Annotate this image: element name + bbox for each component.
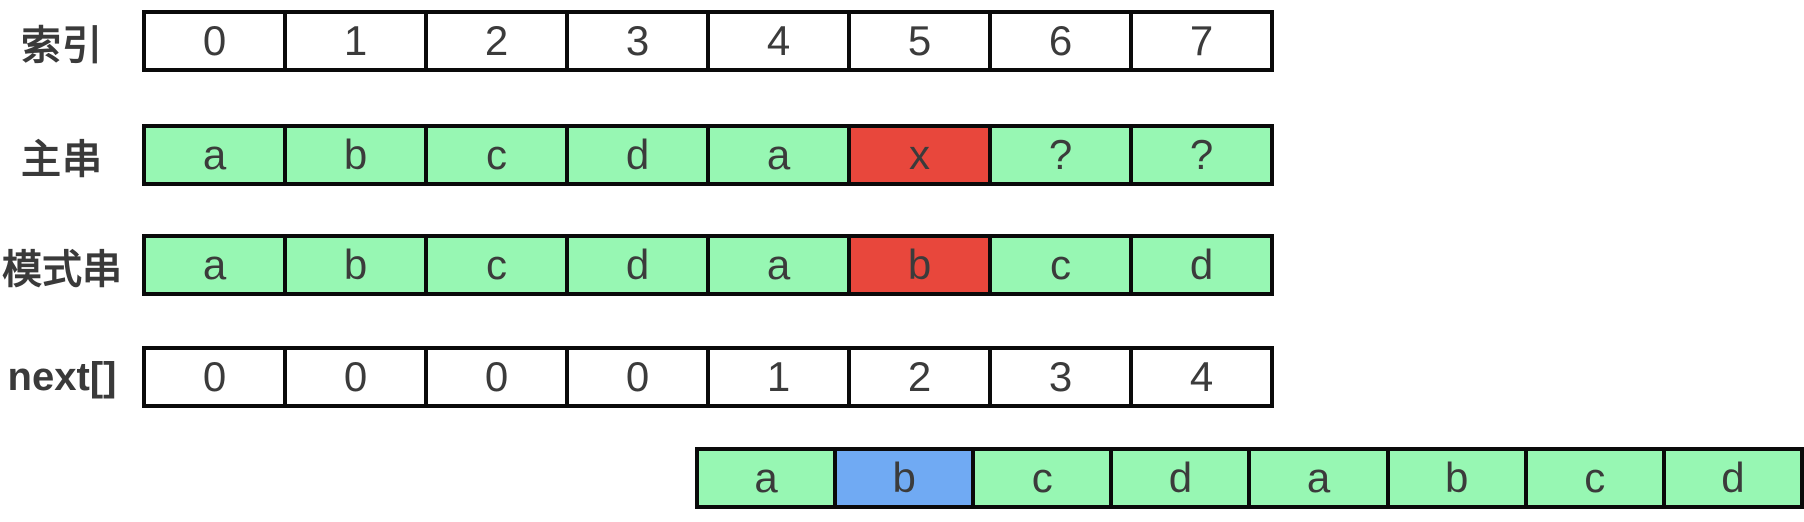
index-row-cell-1: 1: [283, 10, 428, 72]
shifted-pattern-row-cell-3: d: [1109, 447, 1252, 509]
pattern-string-row-cell-7: d: [1129, 234, 1274, 296]
next-array-row-cell-3: 0: [565, 346, 710, 408]
shifted-pattern-row-cell-6: c: [1523, 447, 1666, 509]
main-string-row-cell-3: d: [565, 124, 710, 186]
index-row-cell-3: 3: [565, 10, 710, 72]
pattern-string-row-cell-3: d: [565, 234, 710, 296]
pattern-string-row-cell-4: a: [706, 234, 851, 296]
index-row-cell-7: 7: [1129, 10, 1274, 72]
main-string-row-cell-6: ?: [988, 124, 1133, 186]
main-string-row-cell-0: a: [142, 124, 287, 186]
pattern-string-row-cell-6: c: [988, 234, 1133, 296]
next-array-row-cell-4: 1: [706, 346, 851, 408]
shifted-pattern-row-cell-5: b: [1385, 447, 1528, 509]
shifted-pattern-row-cell-0: a: [694, 447, 838, 509]
row-label-index: 索引: [21, 23, 103, 68]
next-array-row-cell-2: 0: [424, 346, 569, 408]
shifted-pattern-row-cell-4: a: [1247, 447, 1390, 509]
pattern-string-row-cell-2: c: [424, 234, 569, 296]
main-string-row-cell-1: b: [283, 124, 428, 186]
index-row-cell-2: 2: [424, 10, 569, 72]
next-array-row-cell-1: 0: [283, 346, 428, 408]
index-row-cell-6: 6: [988, 10, 1133, 72]
row-label-main-string: 主串: [21, 137, 103, 182]
shifted-pattern-row-cell-2: c: [971, 447, 1114, 509]
next-array-row-cell-5: 2: [847, 346, 992, 408]
index-row-cell-4: 4: [706, 10, 851, 72]
main-string-row-cell-2: c: [424, 124, 569, 186]
row-label-next-array: next[]: [7, 355, 117, 399]
index-row-cell-0: 0: [142, 10, 287, 72]
pattern-string-row-cell-0: a: [142, 234, 287, 296]
index-row-cell-5: 5: [847, 10, 992, 72]
shifted-pattern-row-cell-7: d: [1661, 447, 1804, 509]
main-string-row-cell-5: x: [847, 124, 992, 186]
pattern-string-row-cell-1: b: [283, 234, 428, 296]
next-array-row-cell-7: 4: [1129, 346, 1274, 408]
next-array-row-cell-0: 0: [142, 346, 287, 408]
main-string-row-cell-7: ?: [1129, 124, 1274, 186]
shifted-pattern-row-cell-1: b: [833, 447, 976, 509]
pattern-string-row-cell-5: b: [847, 234, 992, 296]
next-array-row-cell-6: 3: [988, 346, 1133, 408]
row-label-pattern-string: 模式串: [2, 247, 122, 292]
main-string-row-cell-4: a: [706, 124, 851, 186]
